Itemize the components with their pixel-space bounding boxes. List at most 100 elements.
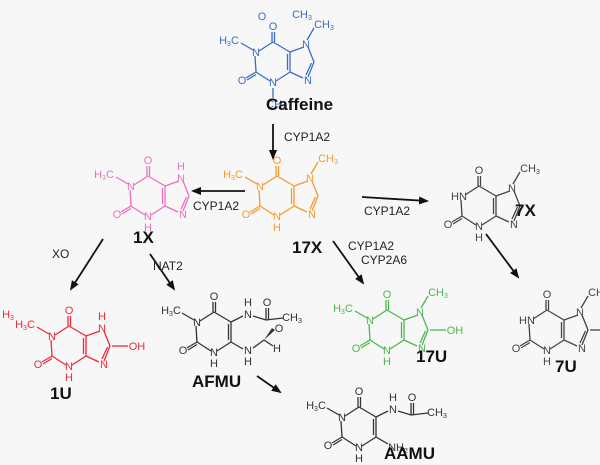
bond bbox=[359, 339, 371, 347]
compound-label-aamu: AAMU bbox=[384, 444, 435, 463]
nitrogen-atom: N bbox=[48, 331, 56, 343]
bond bbox=[389, 339, 405, 350]
bond bbox=[341, 436, 357, 447]
amino-group: NH2 bbox=[388, 442, 408, 455]
oxygen-atom: O bbox=[444, 219, 453, 231]
arrow-17x-to-7x bbox=[361, 196, 429, 205]
7-methyluric-acid-structure: OOHNNNNHCH3OH bbox=[512, 287, 600, 368]
enzyme-label-17x-7x: CYP1A2 bbox=[364, 204, 410, 218]
bond bbox=[120, 205, 132, 213]
hydrogen-atom: H bbox=[98, 311, 106, 323]
nitrogen-atom: N bbox=[244, 309, 252, 321]
methyl-group: CH3 bbox=[282, 312, 302, 325]
nitrogen-atom: N bbox=[306, 173, 314, 185]
bond bbox=[332, 438, 343, 446]
methyl-group: CH3 bbox=[588, 287, 600, 300]
bond bbox=[85, 355, 100, 363]
bond bbox=[164, 180, 180, 187]
enzyme-label-17x-17u-a: CYP1A2 bbox=[348, 239, 394, 253]
bond bbox=[254, 55, 257, 73]
bond bbox=[195, 325, 198, 343]
bond bbox=[563, 314, 579, 321]
bond bbox=[421, 329, 429, 346]
bond bbox=[103, 330, 111, 347]
methyl-group: CH3 bbox=[428, 287, 448, 300]
bond bbox=[495, 190, 511, 197]
bond bbox=[461, 215, 477, 226]
bond bbox=[263, 339, 274, 347]
methyl-group: H3C bbox=[219, 35, 239, 48]
bond bbox=[258, 189, 261, 207]
bond bbox=[512, 171, 521, 185]
bond bbox=[360, 341, 371, 349]
bond bbox=[50, 339, 53, 357]
bond bbox=[520, 341, 531, 349]
oxygen-atom: O bbox=[263, 297, 272, 309]
bond bbox=[532, 309, 548, 320]
bond bbox=[265, 317, 284, 321]
bond bbox=[180, 196, 188, 210]
compound-label-caffeine: Caffeine bbox=[266, 95, 333, 114]
bond bbox=[293, 180, 309, 187]
nitrogen-atom: N bbox=[510, 219, 518, 231]
nitrogen-atom: N bbox=[127, 181, 135, 193]
hydrogen-atom: H bbox=[543, 356, 551, 368]
methyl-group: CH3 bbox=[318, 153, 338, 166]
oxygen-atom: O bbox=[34, 359, 43, 371]
hydrogen-atom: H bbox=[355, 453, 363, 465]
enzyme-label-caffeine-17x: CYP1A2 bbox=[284, 130, 330, 144]
hydrogen-atom: H bbox=[389, 392, 397, 404]
bond bbox=[289, 46, 305, 53]
bond bbox=[85, 330, 101, 337]
oxygen-atom: O bbox=[113, 209, 122, 221]
bond bbox=[71, 355, 87, 366]
bond bbox=[121, 207, 132, 215]
stray-oxygen-label: O bbox=[258, 11, 267, 23]
bond bbox=[386, 309, 405, 321]
bond bbox=[216, 341, 232, 352]
bond bbox=[331, 436, 343, 444]
bond bbox=[213, 311, 232, 323]
hydrogen-atom: H bbox=[244, 297, 252, 309]
bond bbox=[129, 189, 132, 207]
nitrogen-atom: N bbox=[366, 315, 374, 327]
bond bbox=[196, 341, 212, 352]
enzyme-label-17x-1x: CYP1A2 bbox=[193, 199, 239, 213]
nitrogen-atom: N bbox=[193, 317, 201, 329]
wedge-bond bbox=[264, 328, 275, 340]
bond bbox=[182, 180, 190, 197]
bond bbox=[255, 71, 271, 82]
nitrogen-atom: N bbox=[543, 345, 551, 357]
nitrogen-atom: N bbox=[576, 307, 584, 319]
nitrogen-atom: N bbox=[383, 345, 391, 357]
compound-label-17u: 17U bbox=[416, 347, 447, 366]
bond bbox=[403, 339, 418, 347]
bond bbox=[181, 312, 195, 321]
hydrogen-atom: H bbox=[244, 356, 252, 368]
bond bbox=[403, 314, 419, 321]
bond bbox=[36, 326, 50, 335]
bond bbox=[150, 205, 166, 216]
bond bbox=[307, 61, 315, 78]
bond bbox=[249, 205, 261, 213]
nitrogen-atom: N bbox=[304, 75, 312, 87]
nitrogen-atom: N bbox=[508, 183, 516, 195]
bond bbox=[186, 341, 198, 349]
bond bbox=[199, 311, 215, 322]
bond bbox=[369, 339, 385, 350]
nitrogen-atom: N bbox=[210, 347, 218, 359]
nitrogen-atom: N bbox=[578, 343, 586, 355]
bond bbox=[307, 46, 315, 63]
bond bbox=[460, 199, 463, 217]
bond bbox=[310, 161, 319, 175]
bond bbox=[326, 407, 340, 416]
compound-label-7x: 7X bbox=[515, 201, 536, 220]
hydrogen-atom: H bbox=[210, 358, 218, 370]
nitrogen-atom: N bbox=[308, 209, 316, 221]
bond bbox=[130, 205, 146, 216]
methyl-group: H3C bbox=[15, 319, 35, 332]
oxygen-atom: O bbox=[383, 289, 392, 301]
